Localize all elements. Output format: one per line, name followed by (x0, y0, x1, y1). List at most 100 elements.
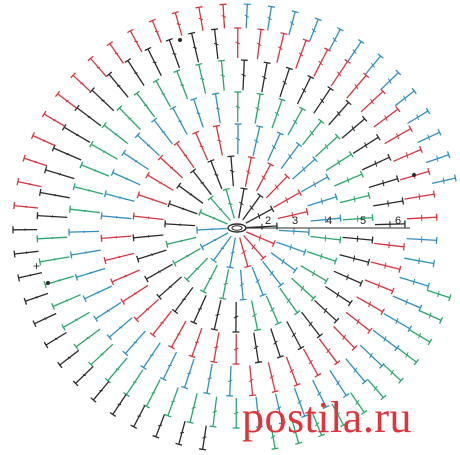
stitch-top-bar (259, 293, 267, 298)
stitch-top-bar (325, 173, 330, 181)
stitch-top-bar (427, 167, 431, 175)
stitch-top-bar (361, 379, 369, 385)
stitch-crossbar (402, 95, 407, 102)
stitch-crossbar (323, 307, 328, 314)
stitch-crossbar (235, 105, 241, 109)
row-label: 6 (395, 215, 401, 227)
stitch-top-bar (123, 392, 130, 398)
stitch-crossbar (384, 262, 387, 269)
stitch-top-bar (82, 295, 87, 303)
stitch-crossbar (161, 131, 166, 133)
stitch-top-bar (16, 178, 20, 186)
stitch-crossbar (160, 322, 164, 324)
stitch-top-bar (93, 315, 99, 323)
stitch-top-bar (210, 328, 218, 331)
stitch-top-bar (32, 320, 37, 328)
stitch-crossbar (87, 115, 91, 119)
stitch-crossbar (257, 213, 261, 220)
row-label: 4 (326, 215, 332, 227)
stitch-crossbar (99, 389, 103, 392)
stitch-crossbar (214, 42, 219, 46)
stitch-top-bar (17, 274, 21, 282)
stitch-crossbar (311, 28, 317, 33)
stitch-crossbar (29, 274, 32, 277)
stitch-top-bar (217, 59, 225, 62)
stitch-crossbar (198, 17, 204, 21)
stitch-crossbar (180, 239, 183, 243)
stitch-top-bar (267, 5, 276, 8)
stitch-top-bar (260, 255, 267, 261)
stitch-crossbar (278, 46, 283, 51)
stitch-top-bar (360, 409, 368, 415)
stitch-top-bar (51, 303, 55, 310)
stitch-top-bar (285, 66, 293, 71)
stitch-top-bar (278, 97, 286, 102)
stitch-crossbar (387, 78, 392, 84)
stitch-top-bar (432, 259, 436, 268)
stitch-crossbar (185, 254, 189, 258)
stitch-top-bar (105, 71, 113, 77)
stitch-crossbar (251, 244, 256, 250)
stitch-crossbar (346, 177, 350, 184)
stitch-top-bar (190, 97, 198, 101)
stitch-crossbar (405, 152, 409, 159)
stitch-top-bar (244, 264, 252, 269)
stitch-top-bar (89, 140, 94, 148)
stitch-crossbar (337, 71, 342, 77)
stitch-top-bar (198, 448, 207, 451)
stitch-top-bar (173, 140, 180, 146)
stitch-crossbar (217, 139, 222, 142)
stitch-crossbar (249, 205, 254, 211)
stitch-crossbar (287, 154, 293, 160)
stitch-top-bar (367, 327, 373, 334)
stitch-top-bar (278, 421, 286, 425)
stitch-top-bar (199, 243, 205, 251)
stitch-top-bar (188, 31, 196, 35)
stitch-crossbar (159, 181, 162, 184)
stitch-top-bar (209, 425, 217, 428)
stitch-top-bar (181, 385, 189, 390)
stitch-crossbar (124, 274, 128, 278)
stitch-top-bar (195, 6, 203, 9)
stitch-top-bar (54, 90, 61, 98)
stitch-crossbar (324, 235, 327, 242)
stitch-crossbar (337, 159, 341, 166)
stitch-crossbar (239, 283, 245, 287)
stitch-crossbar (215, 313, 220, 316)
stitch-top-bar (361, 115, 368, 122)
stitch-crossbar (28, 182, 31, 186)
stitch-top-bar (253, 328, 262, 332)
stitch-top-bar (183, 276, 190, 283)
stitch-top-bar (144, 46, 152, 52)
stitch-top-bar (30, 132, 35, 140)
stitch-top-bar (240, 187, 248, 190)
stitch-top-bar (190, 320, 198, 325)
stitch-top-bar (168, 344, 175, 350)
stitch-crossbar (168, 285, 172, 288)
stitch-top-bar (210, 360, 218, 364)
stitch-crossbar (150, 253, 154, 256)
stitch-crossbar (212, 410, 218, 413)
stitch-top-bar (211, 92, 220, 95)
stitch-top-bar (274, 321, 282, 326)
stitch-top-bar (257, 28, 265, 31)
stitch-crossbar (308, 359, 313, 365)
stitch-crossbar (171, 400, 176, 403)
stitch-crossbar (214, 346, 219, 349)
stitch-crossbar (271, 144, 277, 150)
stitch-top-bar (169, 105, 177, 111)
stitch-crossbar (233, 315, 239, 319)
stitch-top-bar (292, 267, 298, 274)
stitch-crossbar (35, 296, 38, 299)
stitch-crossbar (396, 133, 400, 140)
stitch-top-bar (219, 3, 227, 6)
stitch-top-bar (171, 308, 179, 315)
stitch-crossbar (75, 318, 78, 322)
stitch-top-bar (271, 447, 279, 450)
stitch-top-bar (195, 62, 203, 66)
stitch-top-bar (43, 281, 47, 289)
stitch-top-bar (254, 361, 263, 364)
stitch-top-bar (295, 141, 303, 148)
stitch-crossbar (246, 170, 251, 175)
